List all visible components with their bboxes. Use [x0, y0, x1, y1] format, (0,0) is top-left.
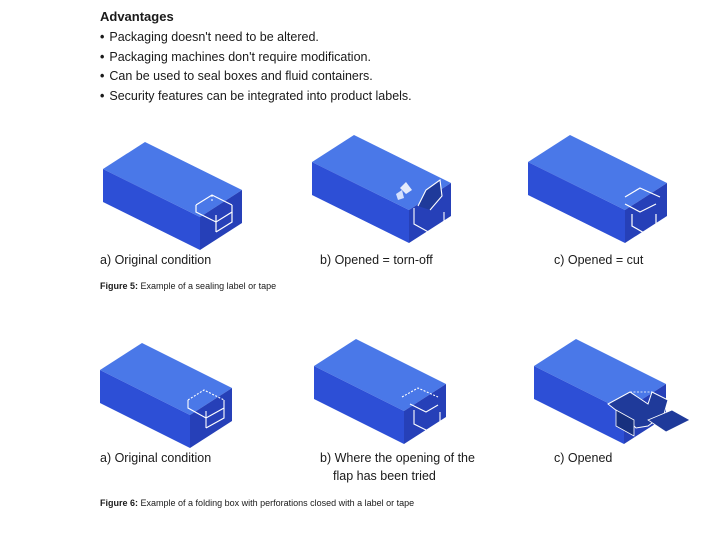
figure-5-caption: Figure 5: Example of a sealing label or …: [100, 281, 276, 291]
figure-6-label: Figure 6:: [100, 498, 139, 508]
caption-torn-off: b) Opened = torn-off: [320, 253, 433, 267]
figure-6-caption: Figure 6: Example of a folding box with …: [100, 498, 414, 508]
box-original-sealed: [103, 142, 242, 250]
figure-6-text: Example of a folding box with perforatio…: [140, 498, 415, 508]
torn-label: [396, 179, 445, 235]
opened-flap: [607, 391, 691, 437]
caption-opening-tried-line2: flap has been tried: [333, 469, 436, 483]
figure-5-label: Figure 5:: [100, 281, 139, 291]
caption-cut: c) Opened = cut: [554, 253, 644, 267]
advantage-item: Security features can be integrated into…: [100, 87, 411, 107]
perforation-label: [187, 389, 225, 429]
advantage-item: Can be used to seal boxes and fluid cont…: [100, 67, 412, 87]
folding-box-opened: [534, 339, 691, 444]
advantage-item: Packaging doesn't need to be altered.: [100, 28, 412, 48]
sealing-label: [195, 194, 233, 233]
caption-original-condition: a) Original condition: [100, 253, 212, 267]
tried-perforation: [401, 387, 441, 433]
advantages-title: Advantages: [100, 9, 174, 24]
figure-5-text: Example of a sealing label or tape: [140, 281, 277, 291]
caption-opening-tried-line1: b) Where the opening of the: [320, 451, 475, 465]
cut-label: [624, 187, 661, 235]
box-cut: [528, 135, 667, 243]
caption-original-condition-6: a) Original condition: [100, 451, 212, 465]
advantage-item: Packaging machines don't require modific…: [100, 48, 412, 68]
box-torn-off: [312, 135, 451, 243]
caption-opened: c) Opened: [554, 451, 613, 465]
folding-box-tried: [314, 339, 446, 444]
advantages-list: Packaging doesn't need to be altered. Pa…: [100, 28, 412, 107]
folding-box-original: [100, 343, 232, 448]
